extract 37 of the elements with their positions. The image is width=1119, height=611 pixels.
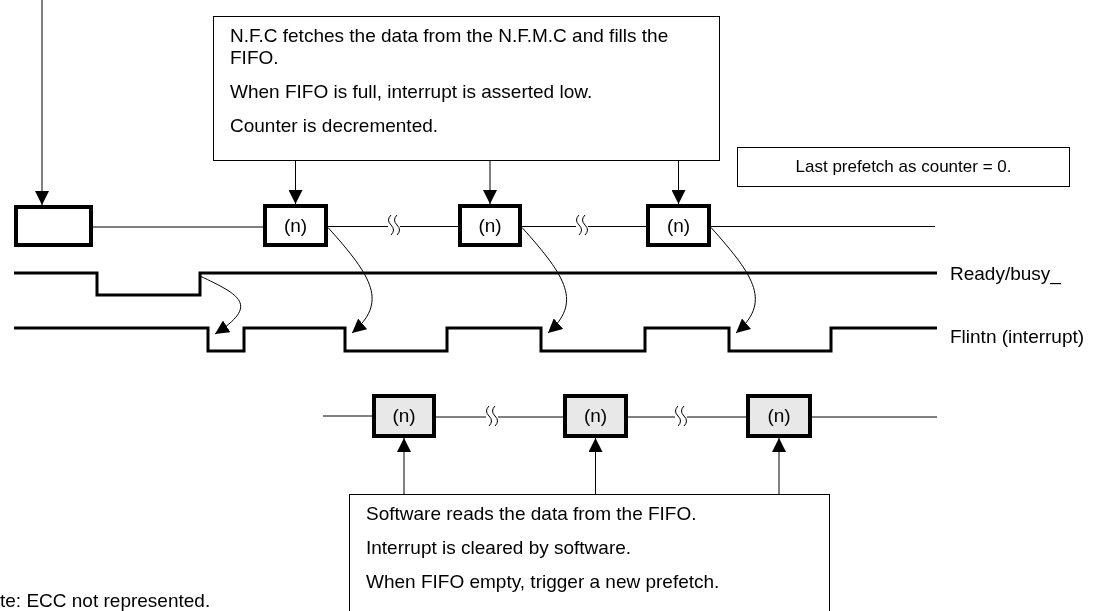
arrow: [772, 437, 786, 495]
arrow: [397, 437, 411, 495]
bus-line: [92, 226, 264, 228]
note-text: When FIFO empty, trigger a new prefetch.: [366, 571, 721, 593]
callout-box: [213, 16, 720, 161]
data-box: (n): [458, 204, 522, 247]
bus-line: [435, 416, 564, 418]
data-box: (n): [263, 204, 328, 247]
note-text: When FIFO is full, interrupt is asserted low.: [230, 81, 594, 103]
arrow: [288, 160, 303, 205]
note-text: Software reads the data from the FIFO.: [366, 503, 698, 525]
bus-line: [322, 415, 373, 417]
note-text: te: ECC not represented.: [0, 590, 211, 611]
arrow: [710, 227, 756, 334]
bus-line: [627, 416, 747, 418]
arrow: [483, 160, 497, 205]
signal-label: Flintn (interrupt): [950, 326, 1085, 348]
note-text: Counter is decremented.: [230, 115, 440, 137]
arrow: [35, 0, 49, 206]
arrow: [521, 227, 567, 334]
arrow: [327, 227, 373, 334]
bus-line: [811, 416, 938, 418]
arrow: [588, 437, 603, 495]
signal-box: [14, 205, 93, 247]
note-box: Last prefetch as counter = 0.: [737, 147, 1070, 187]
signal-label: Ready/busy_: [950, 263, 1061, 285]
data-box: (n): [563, 394, 628, 438]
bus-line: [710, 226, 936, 227]
bus-line: [327, 226, 459, 227]
note-text: Interrupt is cleared by software.: [366, 537, 633, 559]
note-text: N.F.C fetches the data from the N.F.M.C and fills the FIFO.: [230, 25, 670, 69]
bus-line: [521, 226, 647, 227]
arrow: [671, 160, 686, 205]
callout-box: [349, 494, 830, 611]
data-box: (n): [646, 204, 711, 247]
data-box: (n): [746, 394, 812, 438]
data-box: (n): [372, 394, 436, 438]
